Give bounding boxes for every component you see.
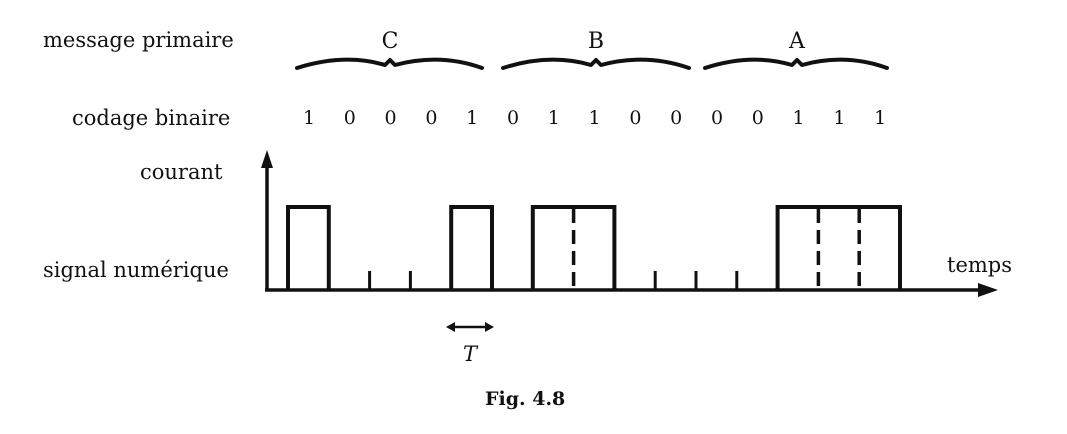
bit-3: 0: [425, 107, 438, 129]
pulse-2: [530, 205, 617, 290]
bit-13: 1: [833, 107, 846, 129]
pulse-1: [449, 205, 494, 290]
current-axis-label: courant: [140, 160, 223, 184]
bit-4: 1: [466, 107, 479, 129]
bit-6: 1: [547, 107, 560, 129]
figure-caption: Fig. 4.8: [485, 388, 566, 410]
bit-0: 1: [302, 107, 316, 129]
time-axis-arrowhead: [978, 283, 998, 297]
coding-row-label: codage binaire: [72, 106, 231, 130]
bit-9: 0: [670, 107, 683, 129]
pulse-3: [775, 205, 902, 290]
message-row-label: message primaire: [43, 28, 234, 52]
period-arrowhead-left: [446, 322, 455, 332]
message-letter-b: B: [587, 29, 605, 54]
pulse-0: [286, 205, 331, 290]
message-letter-a: A: [789, 29, 805, 54]
brace-a: [703, 57, 889, 70]
bit-14: 1: [874, 107, 887, 129]
period-arrowhead-right: [485, 322, 494, 332]
bit-8: 0: [629, 107, 642, 129]
bit-11: 0: [751, 107, 764, 129]
signal-waveform: [286, 205, 902, 290]
bit-5: 0: [506, 107, 520, 129]
bit-7: 1: [588, 107, 601, 129]
bit-2: 0: [384, 107, 397, 129]
bit-12: 1: [792, 107, 805, 129]
current-axis-arrowhead: [261, 150, 273, 168]
brace-c: [295, 57, 484, 70]
time-axis-label: temps: [947, 253, 1012, 277]
period-label: T: [463, 342, 478, 366]
message-letter-c: C: [381, 29, 399, 54]
signal-row-label: signal numérique: [43, 258, 229, 282]
bit-1: 0: [343, 107, 356, 129]
brace-b: [501, 57, 691, 70]
bit-10: 0: [710, 107, 724, 129]
